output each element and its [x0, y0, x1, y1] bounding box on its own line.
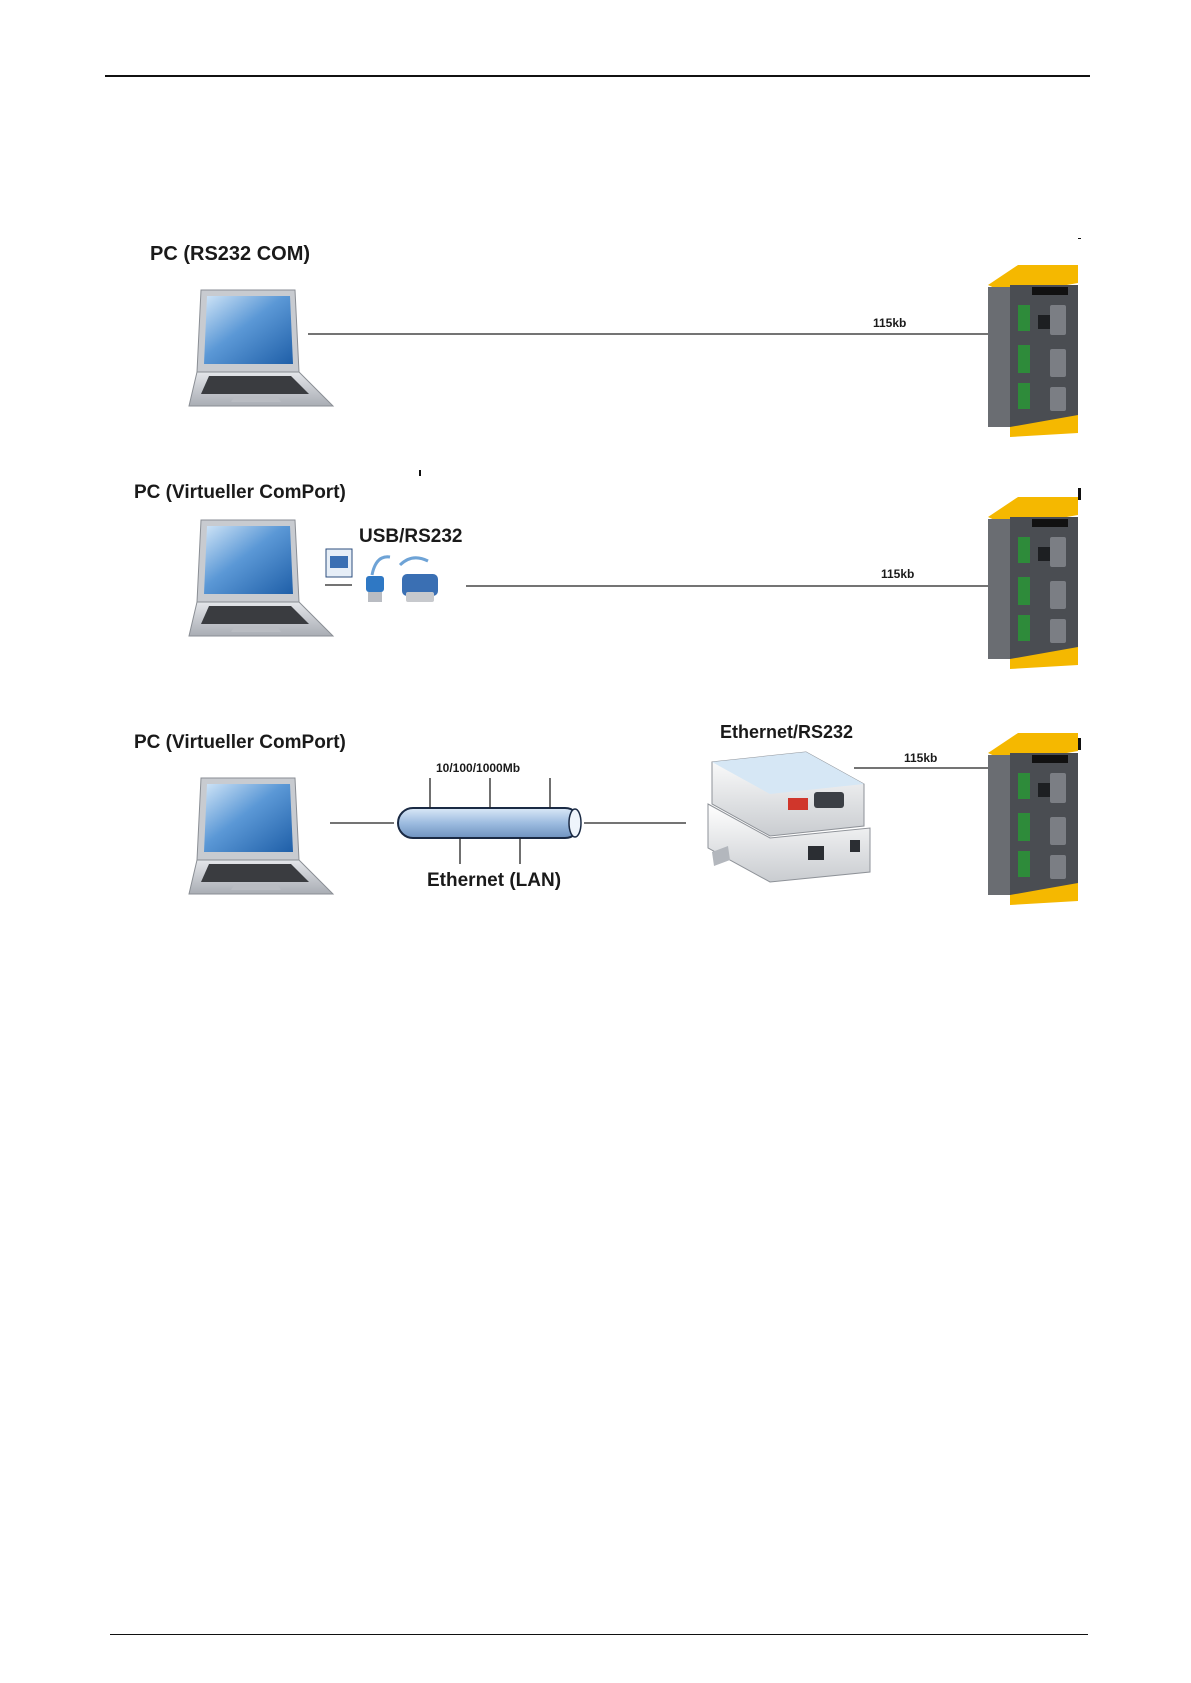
servo-drive-icon: [988, 497, 1078, 669]
laptop-icon: [189, 290, 333, 406]
network-label: Ethernet (LAN): [427, 870, 561, 892]
usb-serial-adapter-icon: [325, 549, 438, 602]
servo-drive-icon: [988, 265, 1078, 437]
baud-rate-label: 115kb: [873, 316, 906, 330]
converter-label: Ethernet/RS232: [720, 722, 853, 743]
pc-label: PC (Virtueller ComPort): [134, 482, 346, 504]
stray-mark: [419, 470, 421, 476]
baud-rate-label: 115kb: [881, 567, 914, 581]
drive-edge-mark: [1078, 488, 1081, 500]
network-speed-label: 10/100/1000Mb: [436, 761, 520, 775]
pc-label: PC (Virtueller ComPort): [134, 732, 346, 754]
converter-label: USB/RS232: [359, 526, 463, 548]
pc-label: PC (RS232 COM): [150, 243, 310, 266]
drive-edge-mark: [1078, 238, 1081, 239]
servo-drive-icon: [988, 733, 1078, 905]
laptop-icon: [189, 520, 333, 636]
laptop-icon: [189, 778, 333, 894]
drive-edge-mark: [1078, 738, 1081, 750]
baud-rate-label: 115kb: [904, 751, 937, 765]
ethernet-serial-server-icon: [708, 752, 870, 882]
ethernet-cable-icon: [398, 778, 581, 864]
